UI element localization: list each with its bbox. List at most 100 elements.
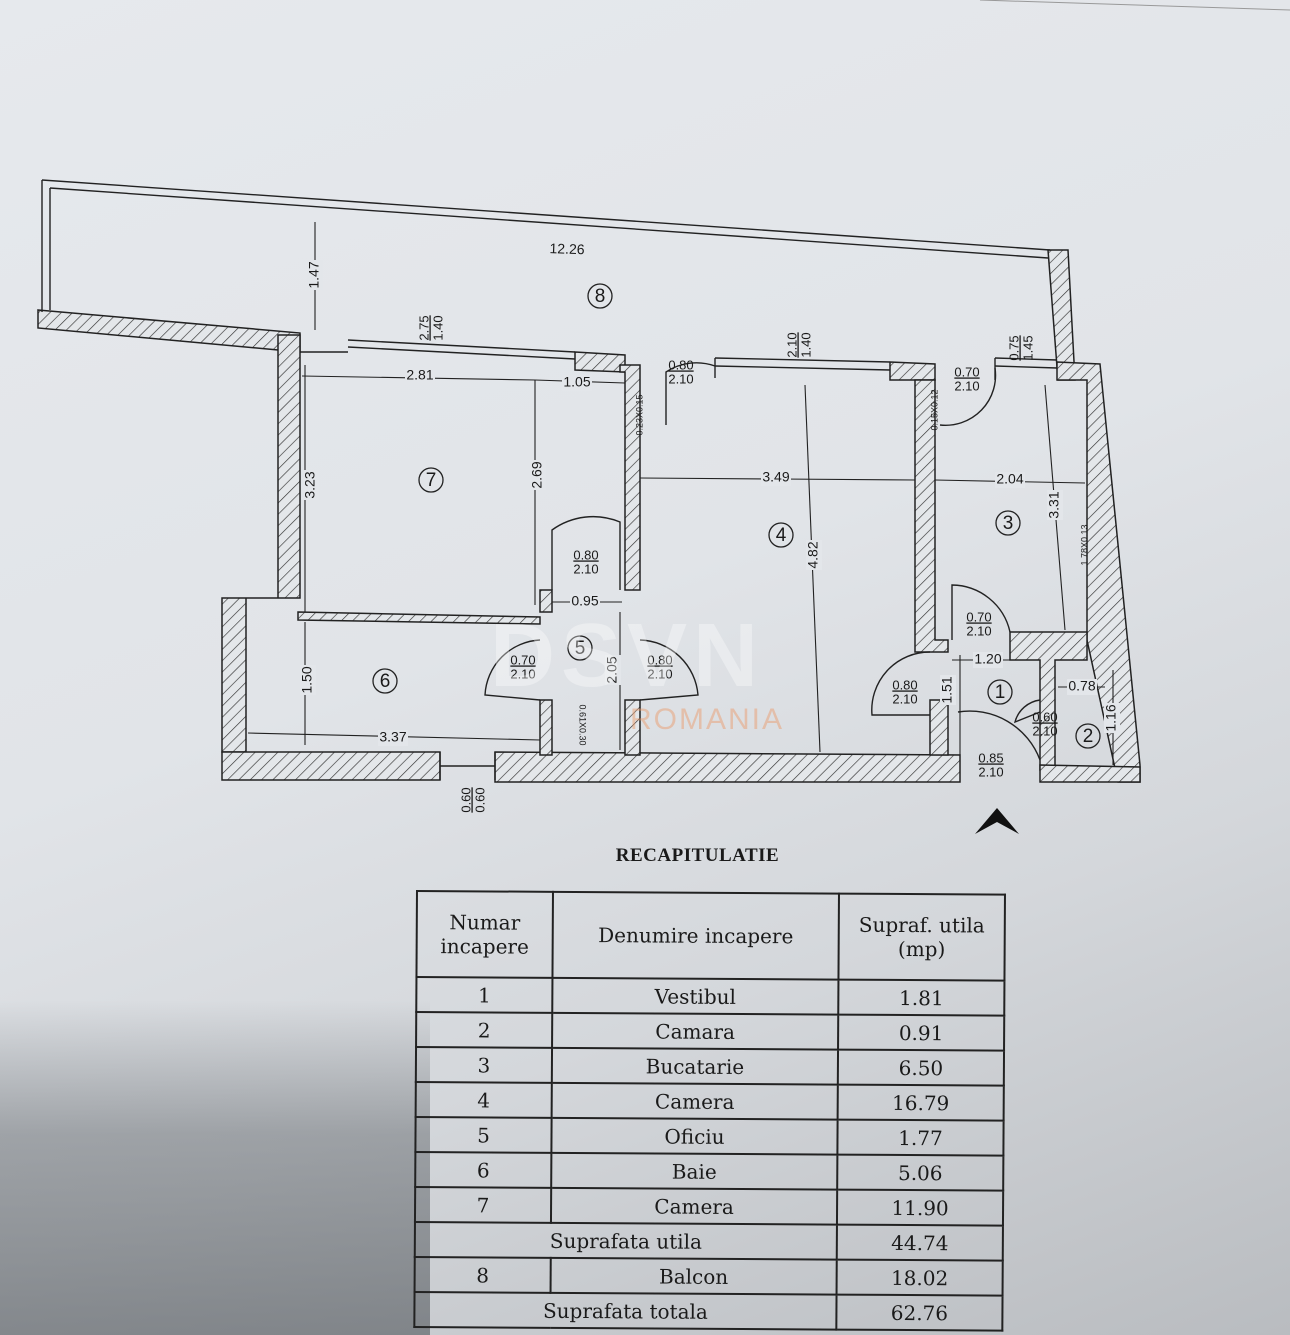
door-label: 0.702.10 <box>510 652 535 681</box>
header-area: Supraf. utila (mp) <box>838 893 1005 981</box>
door-label-top: 0.70 <box>510 652 535 667</box>
window-label-top: 0.75 <box>1006 335 1021 360</box>
room-name: Baie <box>551 1152 838 1190</box>
room-number: 1 <box>416 977 553 1013</box>
dimension-lines <box>247 222 1114 765</box>
window-label-bottom: 1.40 <box>798 332 813 357</box>
dimension-label: 2.05 <box>604 656 620 683</box>
balcony-area: 18.02 <box>836 1259 1003 1296</box>
door-label: 0.802.10 <box>668 357 693 386</box>
duct-label: 0.15X0.12 <box>929 389 939 430</box>
door-label-top: 0.70 <box>966 609 991 624</box>
total-area: 62.76 <box>836 1294 1003 1331</box>
dimension-label: 1.51 <box>939 676 955 703</box>
door-label-bottom: 2.10 <box>573 561 598 576</box>
door-label-top: 0.80 <box>668 357 693 372</box>
windows-and-balcony-lines <box>41 179 1058 780</box>
room-number: 1 <box>995 682 1006 703</box>
door-label: 0.802.10 <box>892 677 917 706</box>
duct-label: 0.61X0.30 <box>578 704 588 745</box>
room-area: 1.77 <box>837 1119 1004 1156</box>
door-label-bottom: 2.10 <box>978 764 1003 779</box>
dimension-label: 3.49 <box>762 469 789 485</box>
dimension-label: 3.31 <box>1046 491 1062 518</box>
duct-label: 1.78X0.13 <box>1079 524 1089 565</box>
dimension-label: 1.05 <box>563 374 590 390</box>
room-number: 7 <box>414 1187 552 1223</box>
north-arrow-icon <box>975 808 1019 834</box>
header-name: Denumire incapere <box>552 891 839 980</box>
dimension-label: 3.23 <box>302 471 318 498</box>
door-label-bottom: 2.10 <box>1032 723 1057 738</box>
dimension-label: 2.81 <box>406 367 433 383</box>
dimension-label: 12.26 <box>549 240 585 257</box>
door-label: 0.802.10 <box>647 652 672 681</box>
balcony-number: 8 <box>414 1256 551 1293</box>
dimension-label: 1.20 <box>974 651 1001 667</box>
dimension-label: 4.82 <box>805 541 821 568</box>
room-name: Camara <box>552 1012 839 1050</box>
duct-label: 0.23X0.15 <box>634 394 644 435</box>
room-number: 3 <box>1003 513 1014 534</box>
room-number: 6 <box>380 671 391 692</box>
door-label: 0.802.10 <box>573 547 598 576</box>
table-header-row: Numar incapere Denumire incapere Supraf.… <box>416 891 1005 981</box>
room-circle <box>372 668 398 694</box>
recap-table: Numar incapere Denumire incapere Supraf.… <box>413 890 1006 1332</box>
room-number: 5 <box>575 638 586 659</box>
room-number: 2 <box>1083 726 1094 747</box>
dimension-label: 2.04 <box>996 471 1023 487</box>
door-swings <box>484 362 1041 761</box>
room-area: 6.50 <box>837 1049 1005 1086</box>
room-number: 7 <box>426 470 437 491</box>
total-row: Suprafata totala 62.76 <box>414 1291 1003 1331</box>
door-label-top: 0.70 <box>954 364 979 379</box>
door-label-bottom: 2.10 <box>510 666 535 681</box>
room-area: 11.90 <box>836 1189 1004 1226</box>
room-circle <box>418 467 444 493</box>
room-name: Camera <box>551 1082 838 1120</box>
room-name: Bucatarie <box>551 1047 839 1085</box>
dimension-label: 1.50 <box>299 666 315 693</box>
room-number: 6 <box>415 1152 552 1188</box>
dimension-label: 0.78 <box>1068 678 1095 694</box>
window-label-bottom: 0.60 <box>472 787 487 812</box>
room-number: 5 <box>415 1117 552 1153</box>
room-circle <box>995 510 1021 536</box>
door-label-bottom: 2.10 <box>892 691 917 706</box>
room-area: 16.79 <box>837 1084 1004 1121</box>
window-label-bottom: 1.40 <box>430 315 445 340</box>
dimension-label: 2.69 <box>529 461 545 488</box>
door-label-bottom: 2.10 <box>647 666 672 681</box>
door-label-top: 0.80 <box>892 677 917 692</box>
room-number: 4 <box>776 525 787 546</box>
photo-shadow <box>0 1000 430 1335</box>
door-label-top: 0.60 <box>1032 709 1057 724</box>
room-name: Vestibul <box>552 977 839 1015</box>
header-number: Numar incapere <box>416 891 553 978</box>
room-circle <box>987 679 1013 705</box>
room-number: 8 <box>595 286 606 307</box>
room-name: Camera <box>550 1187 838 1225</box>
balcony-name: Balcon <box>550 1257 837 1295</box>
subtotal-area: 44.74 <box>836 1224 1003 1261</box>
paper-edge <box>979 0 1290 11</box>
room-number: 2 <box>416 1012 553 1048</box>
door-label: 0.702.10 <box>954 364 979 393</box>
room-circle <box>567 635 593 661</box>
room-area: 1.81 <box>838 979 1005 1016</box>
door-label-bottom: 2.10 <box>954 378 979 393</box>
room-area: 5.06 <box>837 1154 1004 1191</box>
dimension-label: 1.47 <box>306 261 322 288</box>
